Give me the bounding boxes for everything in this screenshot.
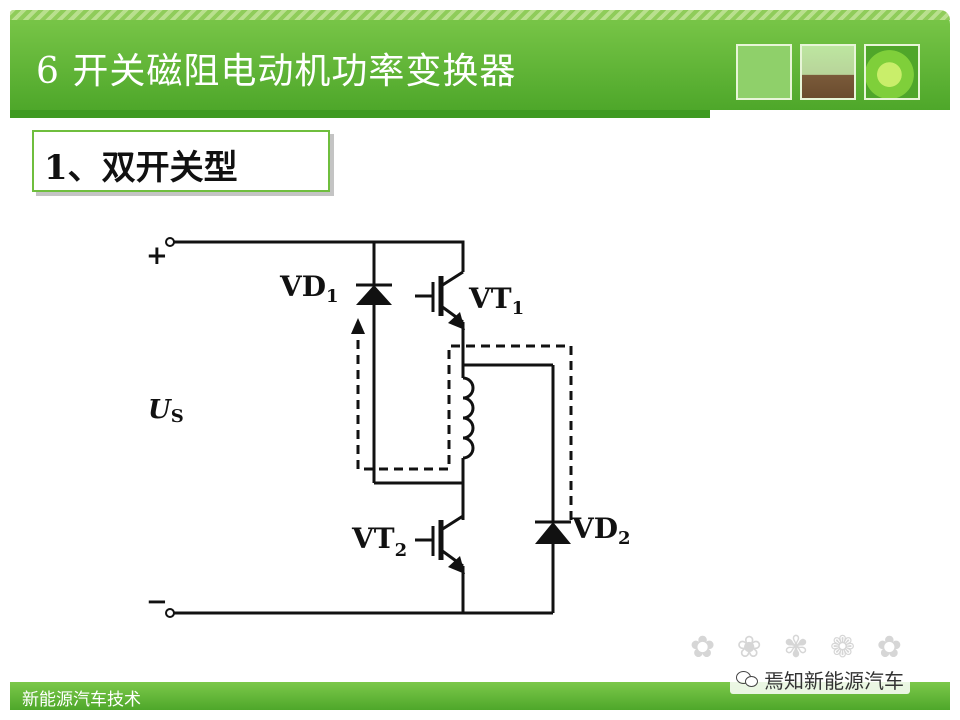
vd2-label: VD2 (571, 512, 631, 549)
sprout-thumbnail (800, 44, 856, 100)
subtitle-box (32, 130, 330, 192)
winding-coil (462, 376, 475, 460)
vt2-transistor (415, 514, 465, 574)
vd1-label: VD1 (279, 270, 339, 307)
wechat-icon (736, 670, 758, 688)
vt1-label: VT1 (468, 282, 524, 319)
source-label: US (148, 395, 184, 427)
vd2-diode (535, 520, 571, 544)
footer-text: 新能源汽车技术 (22, 690, 141, 710)
vt2-label: VT2 (351, 522, 407, 561)
header-bar (10, 10, 950, 110)
watermark: 焉知新能源汽车 (730, 664, 910, 694)
slide-title: 6 开关磁阻电动机功率变换器 (36, 51, 517, 92)
header-stripe (10, 10, 950, 20)
green-thumbnail (736, 44, 792, 100)
vd1-diode (356, 283, 392, 305)
header-bottom-band (10, 110, 710, 118)
top-rail-wire (174, 240, 465, 272)
vt1-transistor (415, 270, 465, 330)
minus-label: − (146, 587, 168, 617)
freewheel-path (356, 330, 573, 520)
watermark-text: 焉知新能源汽车 (764, 668, 904, 693)
plant-doodle-decoration: ✿ ❀ ✾ ❁ ✿ (690, 630, 908, 665)
plus-label: + (146, 241, 168, 271)
freewheel-arrow (351, 318, 365, 334)
subtitle: 1、双开关型 (44, 148, 238, 188)
leaf-thumbnail (864, 44, 920, 100)
